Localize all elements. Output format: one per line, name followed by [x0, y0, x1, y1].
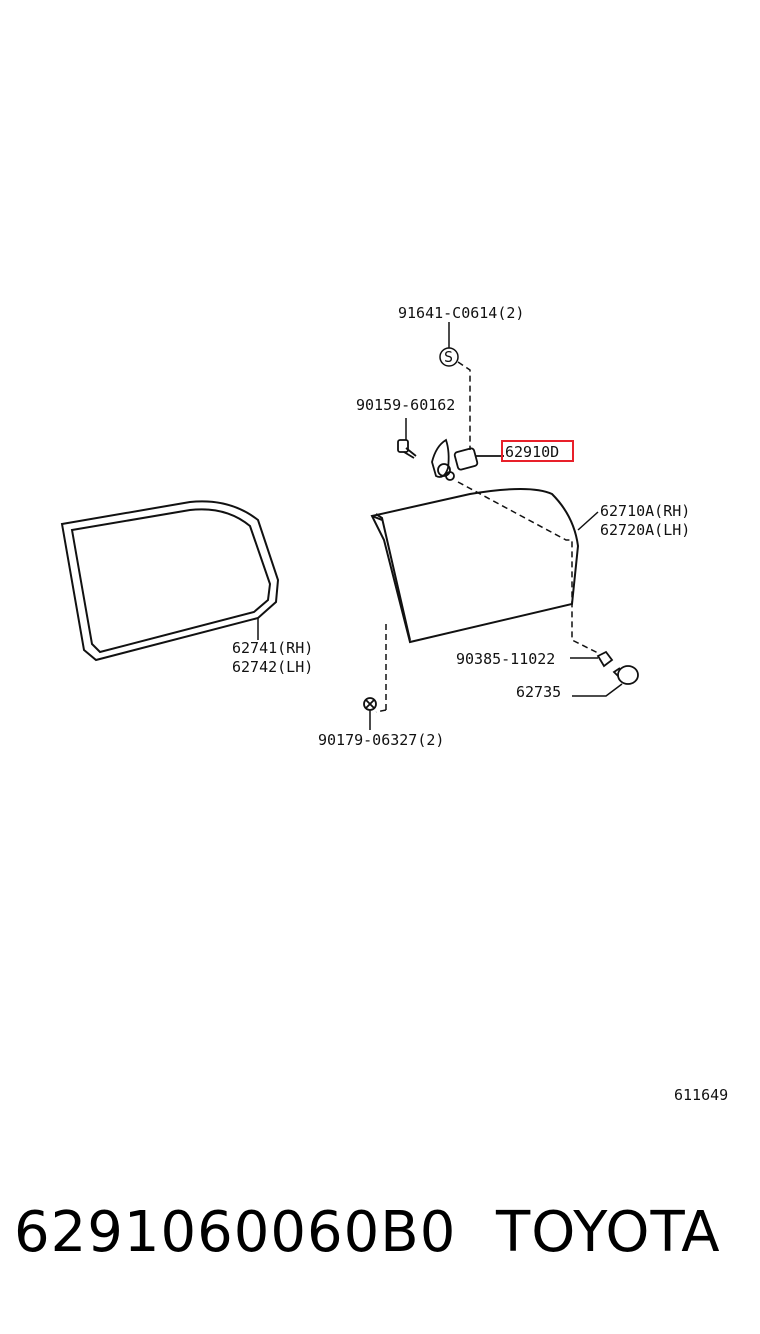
callout-62742: 62742(LH) — [232, 658, 313, 676]
callout-62910: 62910D — [505, 443, 559, 461]
clip-icon — [596, 650, 614, 668]
brand-name: TOYOTA — [496, 1200, 721, 1265]
highlight-box — [501, 440, 574, 462]
cap-icon — [612, 665, 639, 685]
callout-90159: 90159-60162 — [356, 396, 455, 414]
sealant-symbol-label: S — [444, 348, 453, 366]
callout-90385: 90385-11022 — [456, 650, 555, 668]
screw-icon — [397, 439, 417, 459]
diagram-id: 611649 — [674, 1086, 728, 1104]
dashed-leaders — [375, 361, 601, 713]
callout-62741: 62741(RH) — [232, 639, 313, 657]
callout-62710: 62710A(RH) — [600, 502, 690, 520]
part-number: 6291060060B0 — [14, 1200, 457, 1265]
hinge-assembly — [431, 438, 504, 481]
screw-bottom-icon — [363, 697, 377, 711]
quarter-window-glass — [370, 488, 580, 644]
weatherstrip-seal — [60, 500, 280, 662]
callout-90179: 90179-06327(2) — [318, 731, 444, 749]
leader-62735 — [572, 683, 623, 697]
callout-62720: 62720A(LH) — [600, 521, 690, 539]
callout-91641: 91641-C0614(2) — [398, 304, 524, 322]
callout-62735: 62735 — [516, 683, 561, 701]
leader-62710 — [577, 511, 599, 531]
footer: 6291060060B0 TOYOTA — [0, 1190, 760, 1280]
